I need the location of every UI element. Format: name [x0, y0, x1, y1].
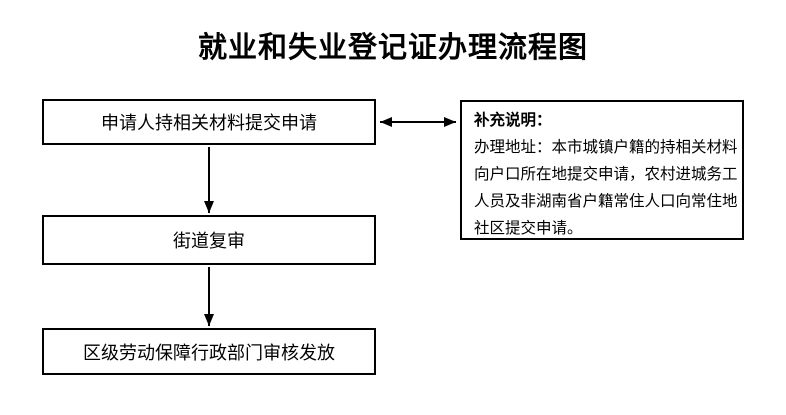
flow-step-street-review-label: 街道复审 [173, 231, 245, 251]
page-title: 就业和失业登记证办理流程图 [197, 32, 588, 64]
flow-step-submit-application: 申请人持相关材料提交申请 [42, 99, 376, 145]
flow-step-district-approval-label: 区级劳动保障行政部门审核发放 [83, 342, 335, 363]
flow-step-street-review: 街道复审 [42, 215, 376, 265]
supplementary-note-body: 办理地址：本市城镇户籍的持相关材料向户口所在地提交申请，农村进城务工人员及非湖南… [474, 139, 738, 237]
supplementary-note-box: 补充说明： 办理地址：本市城镇户籍的持相关材料向户口所在地提交申请，农村进城务工… [460, 100, 744, 240]
flow-step-submit-application-label: 申请人持相关材料提交申请 [101, 113, 317, 133]
flow-step-district-approval: 区级劳动保障行政部门审核发放 [42, 328, 376, 375]
supplementary-note-heading: 补充说明： [474, 112, 552, 129]
